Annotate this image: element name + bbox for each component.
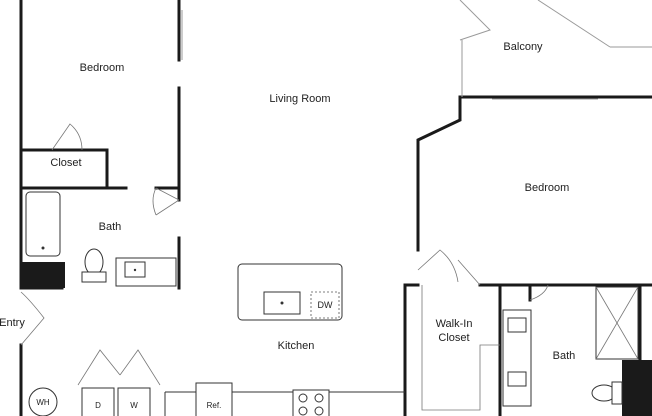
sink-right-bottom — [507, 371, 527, 387]
range — [292, 389, 330, 416]
tub-drain-icon — [41, 246, 45, 250]
room-label-walkin-line1: Walk-In — [436, 318, 473, 330]
room-label-kitchen: Kitchen — [278, 340, 315, 352]
dishwasher-label: DW — [318, 300, 333, 310]
dryer-label: D — [95, 401, 101, 410]
toilet-tank-left — [81, 271, 107, 283]
sink-drain-icon — [133, 268, 137, 272]
room-label-living-room: Living Room — [269, 93, 330, 105]
room-label-bath-right: Bath — [553, 350, 576, 362]
closet-shelf — [421, 285, 500, 411]
room-label-entry: Entry — [0, 317, 25, 329]
burner-icon — [298, 406, 308, 416]
burner-icon — [298, 393, 308, 403]
windows — [181, 0, 652, 100]
water-heater — [28, 387, 58, 416]
room-label-bath-left: Bath — [99, 221, 122, 233]
dryer — [81, 387, 115, 416]
refrigerator — [195, 382, 233, 416]
burner-icon — [314, 406, 324, 416]
toilet-tank-right — [611, 381, 623, 405]
doors — [20, 123, 549, 386]
room-label-bedroom-left: Bedroom — [80, 62, 125, 74]
wall-block-left — [21, 262, 65, 288]
burner-icon — [314, 393, 324, 403]
room-label-balcony: Balcony — [503, 41, 543, 53]
dishwasher-outline — [310, 291, 340, 319]
room-label-bedroom-right: Bedroom — [525, 182, 570, 194]
water-heater-label: WH — [36, 398, 50, 407]
washer — [117, 387, 151, 416]
room-label-closet: Closet — [50, 157, 81, 169]
wall-block-right — [622, 360, 652, 416]
washer-label: W — [130, 401, 138, 410]
room-label-walkin-line2: Closet — [438, 332, 469, 344]
sink-right-top — [507, 317, 527, 333]
refrigerator-label: Ref. — [207, 401, 222, 410]
kitchen-sink-drain-icon — [280, 301, 284, 305]
toilet-left — [84, 248, 104, 276]
bathtub — [25, 191, 61, 257]
